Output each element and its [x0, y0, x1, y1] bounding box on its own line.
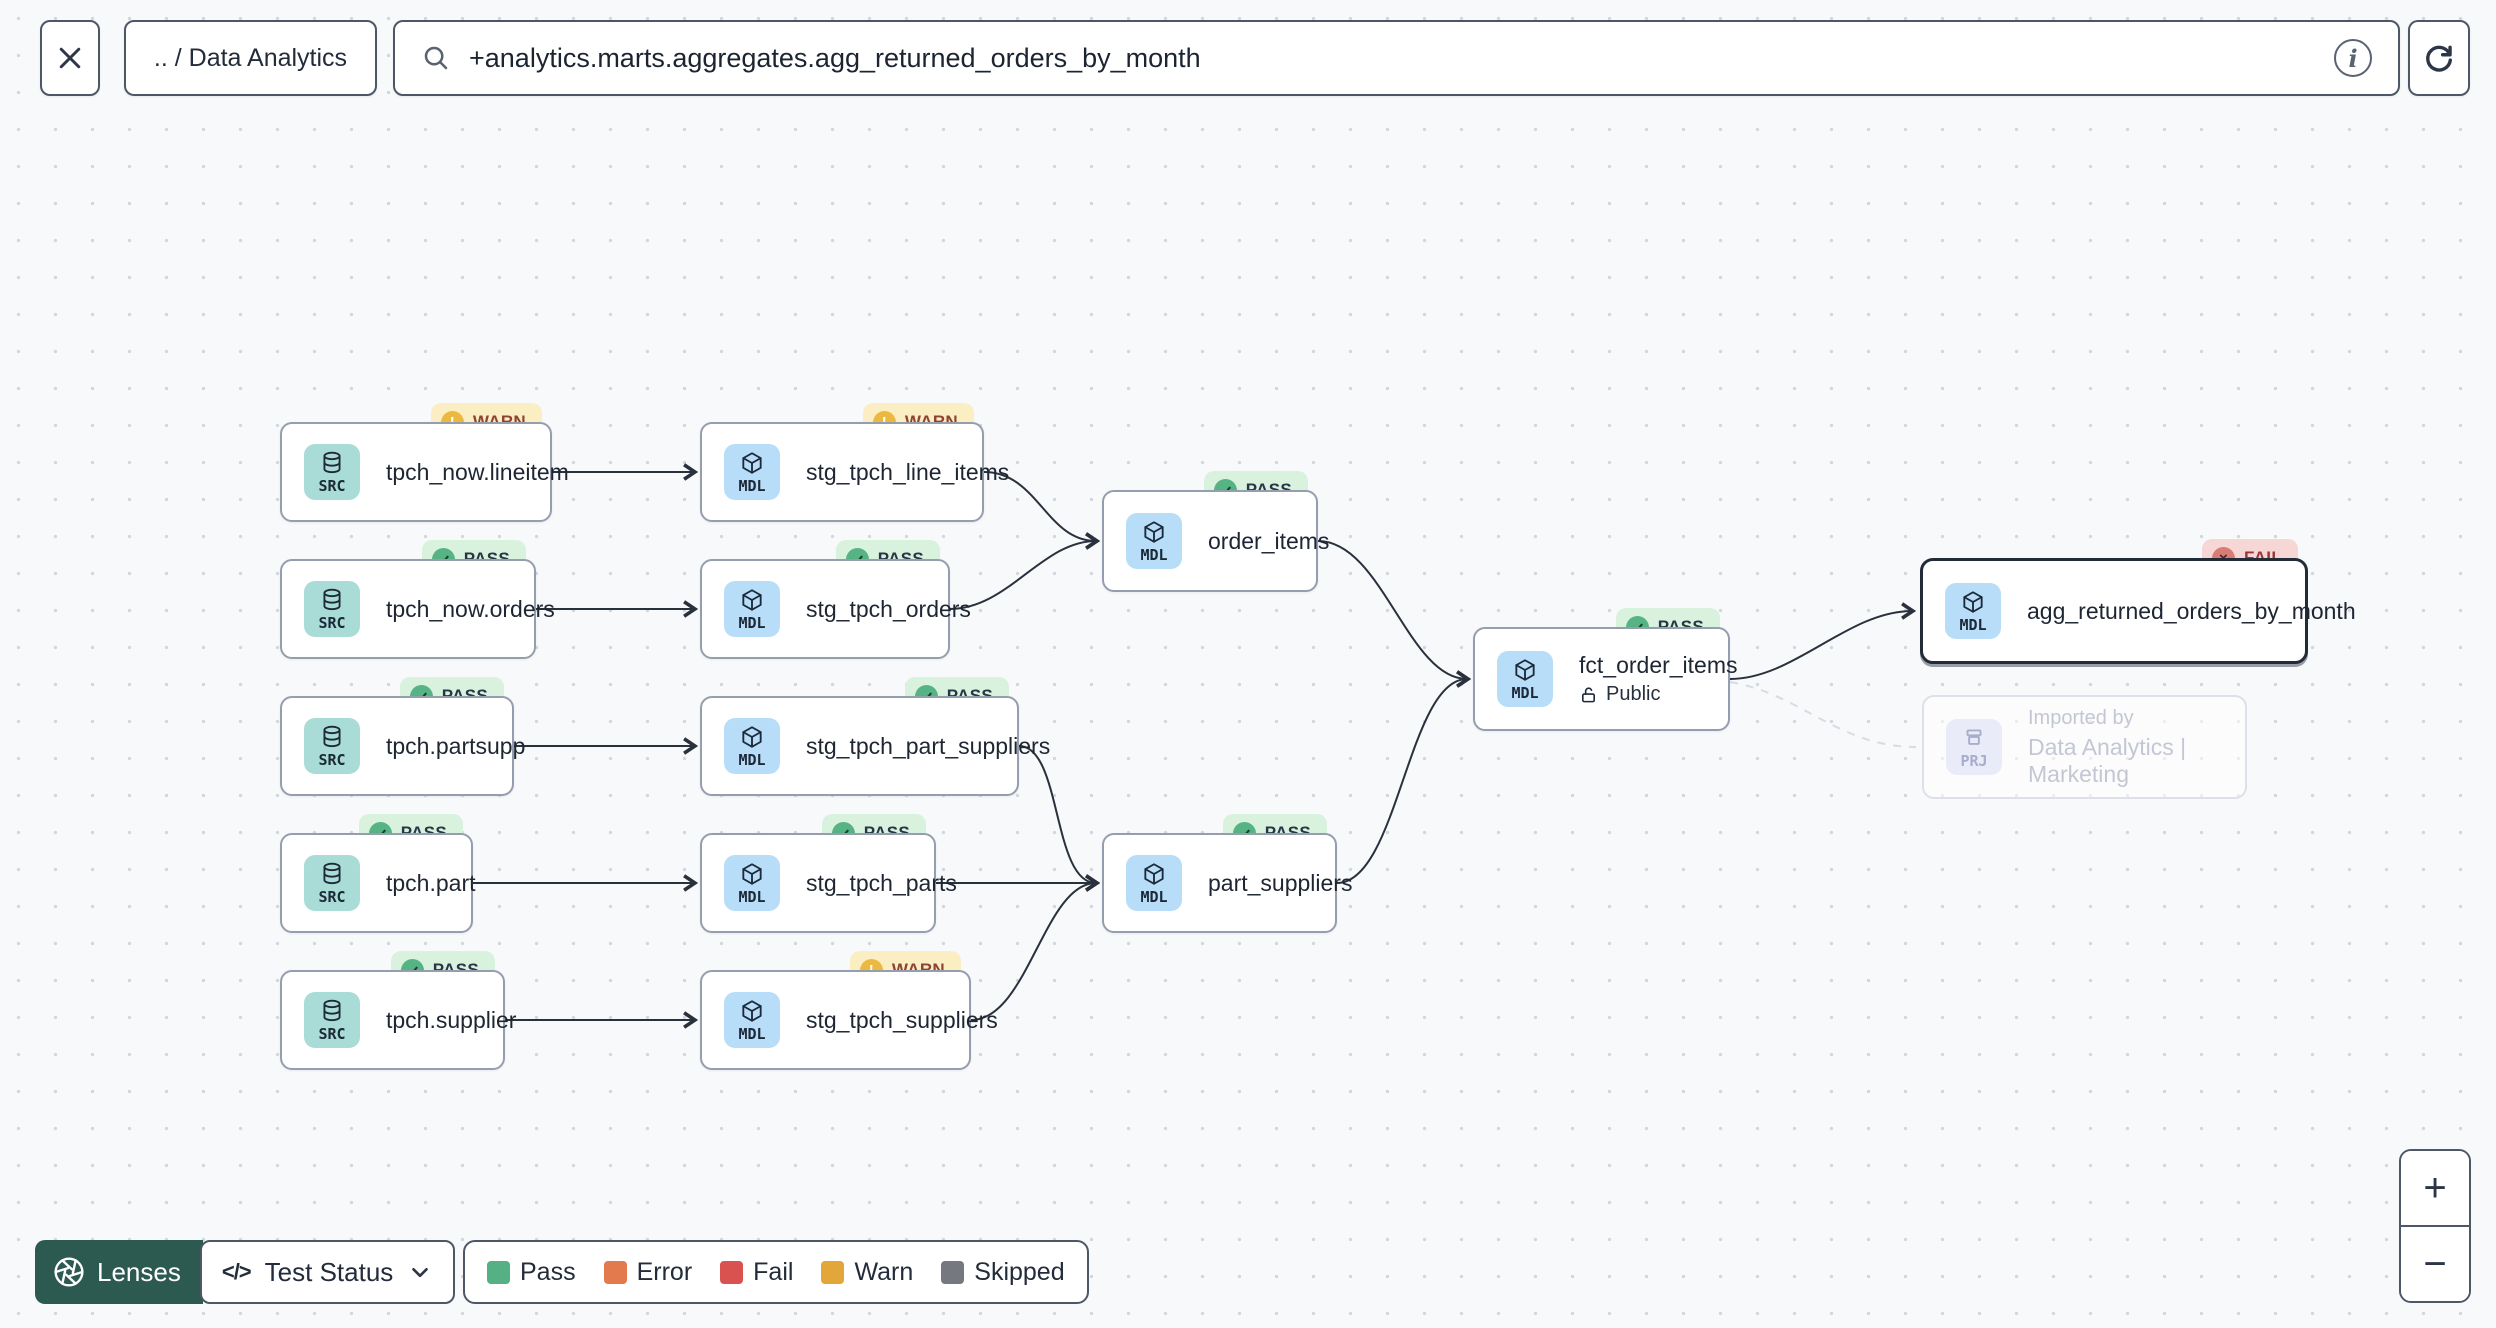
close-icon [59, 47, 81, 69]
unlock-icon [1581, 687, 1596, 703]
edge [1729, 602, 1917, 680]
edge [949, 532, 1101, 610]
edge [970, 874, 1101, 1021]
pass-swatch [487, 1260, 510, 1284]
divider [2401, 1225, 2469, 1227]
refresh-icon [2426, 45, 2453, 72]
lens-controls: Lenses </> Test Status [35, 1240, 456, 1304]
model-icon: MDL [1126, 513, 1182, 569]
close-button[interactable] [40, 20, 100, 96]
source-icon: SRC [304, 855, 360, 911]
node-tpch-now-lineitem[interactable]: !WARN SRC tpch_now.lineitem [280, 403, 569, 522]
zoom-controls: + − [2399, 1149, 2471, 1303]
breadcrumb[interactable]: .. / Data Analytics [124, 20, 377, 96]
node-stg-tpch-part-suppliers[interactable]: PASS MDL stg_tpch_part_suppliers [700, 677, 1050, 796]
model-icon: MDL [724, 992, 780, 1048]
database-icon [323, 999, 341, 1021]
test-status-legend: Pass Error Fail Warn Skipped [463, 1240, 1089, 1304]
cube-icon [1144, 520, 1164, 543]
chevron-down-icon [412, 1267, 429, 1278]
database-icon [323, 588, 341, 610]
database-icon [323, 862, 341, 884]
node-part-suppliers[interactable]: PASS MDL part_suppliers [1102, 814, 1352, 933]
node-fct-order-items[interactable]: PASS MDL fct_order_items Public [1473, 608, 1738, 731]
source-icon: SRC [304, 992, 360, 1048]
refresh-button[interactable] [2408, 20, 2470, 96]
legend-item-error: Error [603, 1258, 692, 1287]
source-icon: SRC [304, 444, 360, 500]
node-stg-tpch-orders[interactable]: PASS MDL stg_tpch_orders [700, 540, 971, 659]
edge [1018, 745, 1101, 892]
legend-item-skipped: Skipped [941, 1258, 1065, 1287]
model-icon: MDL [1497, 651, 1553, 707]
search-icon [424, 46, 448, 70]
cube-icon [742, 999, 762, 1022]
cube-icon [1963, 590, 1983, 613]
database-icon [323, 725, 341, 747]
cube-icon [1144, 862, 1164, 885]
lenses-button[interactable]: Lenses [35, 1240, 203, 1304]
node-tpch-now-orders[interactable]: PASS SRC tpch_now.orders [280, 540, 555, 659]
error-swatch [603, 1260, 627, 1284]
node-tpch-supplier[interactable]: PASS SRC tpch.supplier [280, 951, 516, 1070]
edge [1336, 670, 1472, 884]
archive-icon [1966, 728, 1982, 745]
zoom-in-button[interactable]: + [2401, 1151, 2469, 1225]
project-icon: PRJ [1946, 719, 2002, 775]
node-imported-by-project[interactable]: PRJ Imported by Data Analytics | Marketi… [1922, 695, 2247, 799]
node-agg-returned-orders-by-month[interactable]: ×FAIL MDL agg_returned_orders_by_month [1920, 539, 2356, 664]
model-icon: MDL [724, 444, 780, 500]
model-icon: MDL [724, 718, 780, 774]
aperture-icon [54, 1257, 84, 1287]
model-icon: MDL [724, 581, 780, 637]
source-icon: SRC [304, 718, 360, 774]
search-input[interactable] [469, 42, 2316, 74]
model-icon: MDL [724, 855, 780, 911]
node-stg-tpch-suppliers[interactable]: !WARN MDL stg_tpch_suppliers [700, 951, 998, 1070]
cube-icon [742, 725, 762, 748]
skipped-swatch [941, 1260, 965, 1284]
legend-item-pass: Pass [487, 1258, 576, 1287]
database-icon [323, 451, 341, 473]
zoom-out-button[interactable]: − [2401, 1227, 2469, 1301]
node-tpch-partsupp[interactable]: PASS SRC tpch.partsupp [280, 677, 525, 796]
legend-item-fail: Fail [720, 1258, 793, 1287]
node-order-items[interactable]: PASS MDL order_items [1102, 471, 1329, 592]
cube-icon [742, 451, 762, 474]
source-icon: SRC [304, 581, 360, 637]
lens-selector[interactable]: </> Test Status [199, 1240, 456, 1304]
warn-swatch [821, 1260, 845, 1284]
node-stg-tpch-line-items[interactable]: !WARN MDL stg_tpch_line_items [700, 403, 1009, 522]
legend-item-warn: Warn [821, 1258, 913, 1287]
edge-cross-project [1729, 681, 1917, 748]
search-bar[interactable]: i [393, 20, 2400, 96]
cube-icon [1515, 658, 1535, 681]
access-label: Public [1579, 683, 1738, 706]
fail-swatch [720, 1260, 744, 1284]
edge [1317, 540, 1472, 688]
cube-icon [742, 862, 762, 885]
model-icon: MDL [1945, 583, 2001, 639]
info-icon[interactable]: i [2334, 39, 2372, 77]
code-icon: </> [221, 1259, 252, 1284]
cube-icon [742, 588, 762, 611]
node-tpch-part[interactable]: PASS SRC tpch.part [280, 814, 476, 933]
model-icon: MDL [1126, 855, 1182, 911]
node-stg-tpch-parts[interactable]: PASS MDL stg_tpch_parts [700, 814, 957, 933]
